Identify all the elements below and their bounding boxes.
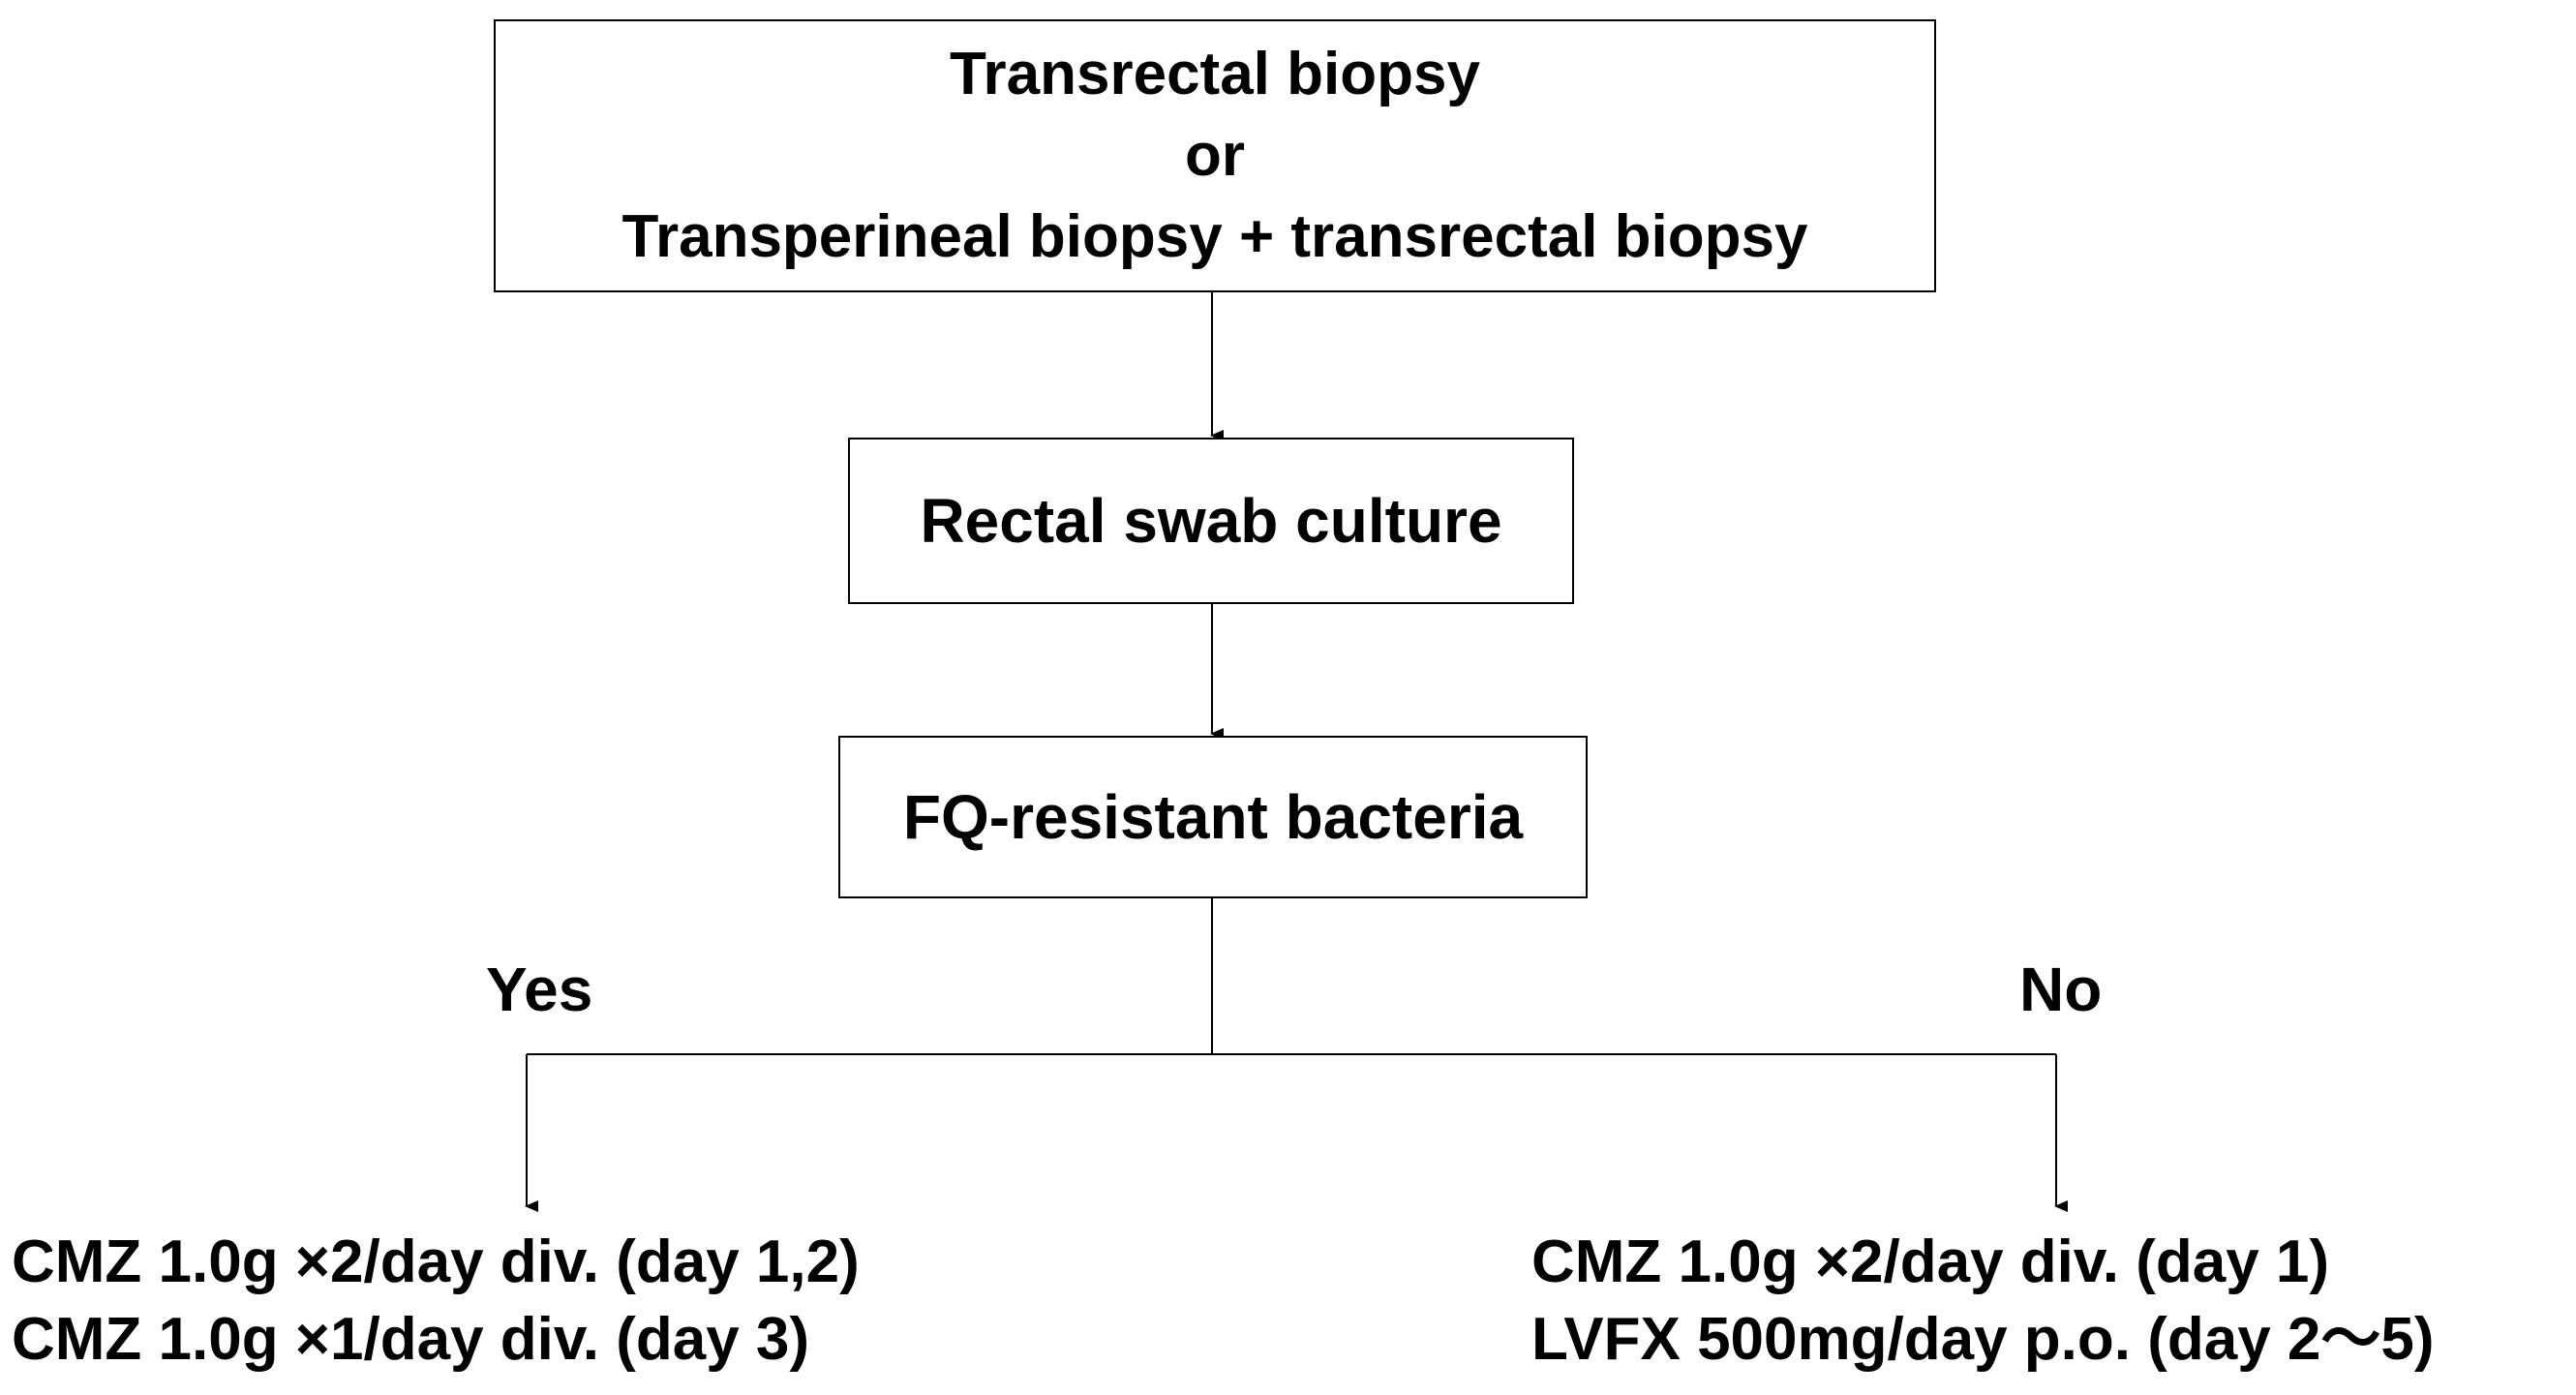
biopsy-box: Transrectal biopsy or Transperineal biop… <box>494 19 1936 292</box>
rectal-swab-culture-box: Rectal swab culture <box>848 438 1574 604</box>
yes-regimen-line-2: CMZ 1.0g ×1/day div. (day 3) <box>12 1306 810 1373</box>
yes-branch-label: Yes <box>486 955 593 1024</box>
biopsy-line-1: Transrectal biopsy <box>950 41 1480 107</box>
biopsy-line-2: or <box>1185 122 1245 189</box>
no-branch-label: No <box>2019 955 2103 1024</box>
no-regimen-line-1: CMZ 1.0g ×2/day div. (day 1) <box>1531 1228 2330 1295</box>
rectal-swab-culture-label: Rectal swab culture <box>920 486 1502 556</box>
no-regimen-line-2: LVFX 500mg/day p.o. (day 2〜5) <box>1531 1306 2435 1373</box>
biopsy-line-3: Transperineal biopsy + transrectal biops… <box>621 203 1808 270</box>
yes-regimen: CMZ 1.0g ×2/day div. (day 1,2) CMZ 1.0g … <box>12 1224 860 1379</box>
yes-regimen-line-1: CMZ 1.0g ×2/day div. (day 1,2) <box>12 1228 860 1295</box>
fq-resistant-bacteria-box: FQ-resistant bacteria <box>838 736 1588 898</box>
no-regimen: CMZ 1.0g ×2/day div. (day 1) LVFX 500mg/… <box>1531 1224 2435 1379</box>
fq-resistant-bacteria-label: FQ-resistant bacteria <box>902 782 1524 852</box>
